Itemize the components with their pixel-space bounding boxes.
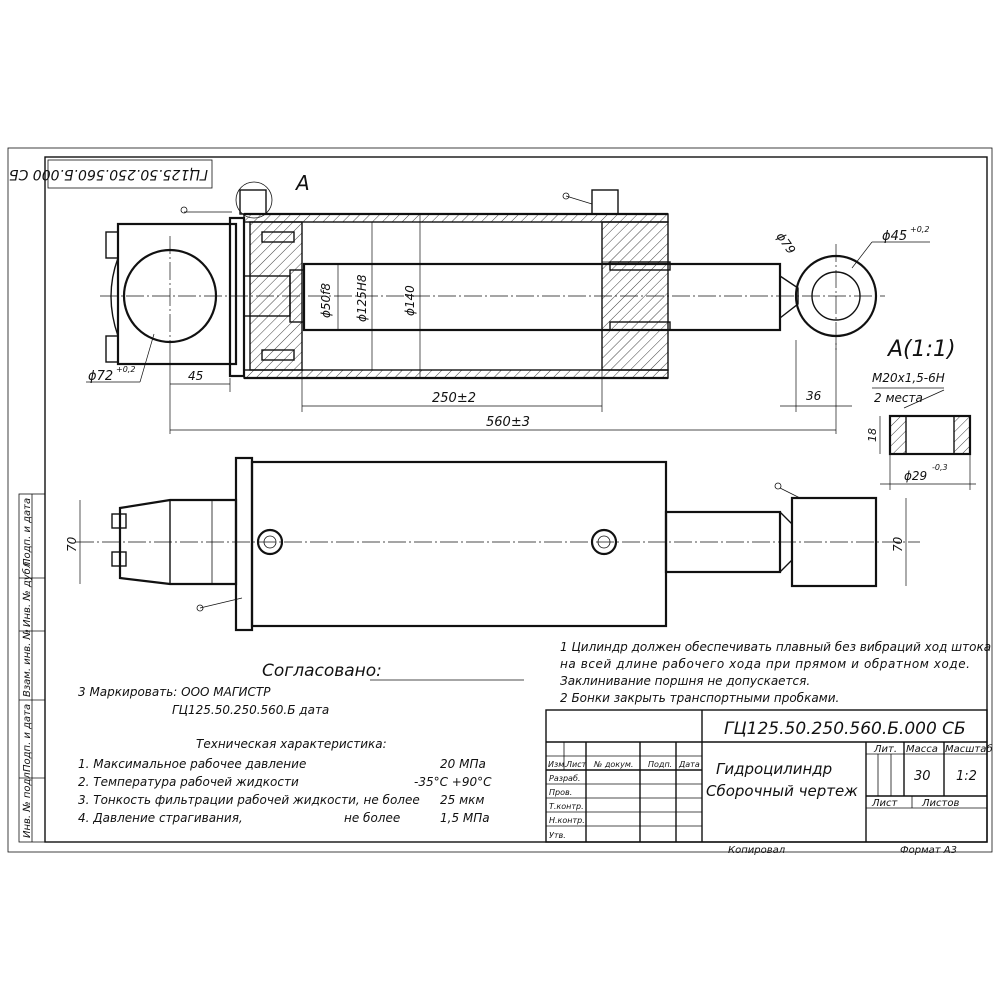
dim-45: 45 <box>188 369 203 383</box>
header-list: Лист <box>565 760 587 769</box>
lit-label: Лит. <box>873 744 897 755</box>
boss-diameter-tol: -0,3 <box>932 463 948 472</box>
copied-label: Копировал <box>728 845 786 856</box>
dim-eye-hole: ϕ45 <box>882 229 907 244</box>
marking-block: 3 Маркировать: ООО МАГИСТР ГЦ125.50.250.… <box>78 685 329 717</box>
scale-value: 1:2 <box>956 769 977 784</box>
section-label: А <box>294 171 310 195</box>
detail-a: А(1:1) M20x1,5-6H 2 места 18 ϕ29 -0,3 <box>866 337 976 490</box>
dim-stroke: 250±2 <box>432 391 476 406</box>
approval: Согласовано: <box>262 661 524 681</box>
spec-title: Техническая характеристика: <box>196 737 387 751</box>
strip-label: Взам. инв. № <box>22 629 33 697</box>
header-izm: Изм. <box>548 760 567 769</box>
title-block: ГЦ125.50.250.560.Б.000 СБ Изм. Лист № до… <box>545 709 993 843</box>
role-label: Т.контр. <box>549 802 584 811</box>
spec-label: 1. Максимальное рабочее давление <box>78 757 306 771</box>
spec-extra: не более <box>344 811 400 825</box>
note-line: на всей длине рабочего хода при прямом и… <box>560 657 970 671</box>
outer-border <box>7 147 993 853</box>
spec-block: Техническая характеристика: 1. Максималь… <box>78 737 492 825</box>
strip-label: Инв. № дубл. <box>21 559 33 627</box>
places-label: 2 места <box>874 391 923 405</box>
drawing-type: Сборочный чертеж <box>706 782 858 800</box>
role-label: Пров. <box>549 788 572 797</box>
spec-value: -35°C +90°C <box>414 775 492 789</box>
strip-label: Подп. и дата <box>22 498 33 566</box>
mass-value: 30 <box>914 769 931 784</box>
dim-bore: ϕ125H8 <box>355 274 369 322</box>
header-sign: Подп. <box>648 760 672 769</box>
strip-label: Подп. и дата <box>22 704 33 772</box>
piston <box>249 221 303 371</box>
spec-value: 1,5 МПа <box>440 811 490 825</box>
spec-label: 2. Температура рабочей жидкости <box>78 775 299 789</box>
port-right <box>590 528 618 556</box>
strip-label: Инв. № подл. <box>22 769 33 838</box>
role-label: Разраб. <box>549 774 580 783</box>
note-line: 1 Цилиндр должен обеспечивать плавный бе… <box>560 640 991 654</box>
role-label: Н.контр. <box>549 816 585 825</box>
tech-notes: 1 Цилиндр должен обеспечивать плавный бе… <box>560 640 991 705</box>
dim-height-right: 70 <box>891 536 905 552</box>
boss-height: 18 <box>866 428 879 442</box>
mass-label: Масса <box>906 744 938 755</box>
boss-diameter: ϕ29 <box>904 469 927 483</box>
spec-label: 3. Тонкость фильтрации рабочей жидкости,… <box>78 793 420 807</box>
piston-rod <box>302 262 782 332</box>
marking-line: 3 Маркировать: ООО МАГИСТР <box>78 685 271 699</box>
scale-label: Масштаб <box>945 743 993 755</box>
sheets-label: Листов <box>921 798 959 809</box>
port-left <box>256 528 284 556</box>
spec-value: 25 мкм <box>440 793 484 807</box>
left-strip: Подп. и дата Инв. № дубл. Взам. инв. № П… <box>18 493 46 843</box>
dim-eye-outer: ϕ79 <box>774 230 799 257</box>
header-doc: № докум. <box>593 760 633 769</box>
format-label: Формат А3 <box>900 845 957 856</box>
product-name: Гидроцилиндр <box>716 760 832 778</box>
dim-height-left: 70 <box>65 536 79 552</box>
dim-rod: ϕ50f8 <box>319 283 333 318</box>
dim-clevis-tol: +0,2 <box>116 365 135 374</box>
marking-line: ГЦ125.50.250.560.Б дата <box>172 703 329 717</box>
rotated-code-box: ГЦ125.50.250.560.Б.000 СБ <box>9 159 213 189</box>
header-date: Дата <box>678 760 700 769</box>
exterior-view: 70 70 <box>65 456 920 632</box>
spec-label: 4. Давление страгивания, <box>78 811 243 825</box>
dim-clevis: ϕ72 <box>88 369 113 384</box>
dim-36: 36 <box>806 389 822 403</box>
gland <box>601 221 669 371</box>
spec-value: 20 МПа <box>440 757 486 771</box>
role-label: Утв. <box>549 831 566 840</box>
section-view: А ϕ50f8 ϕ125H8 ϕ140 ϕ79 ϕ45 +0,2 ϕ72 +0,… <box>86 171 930 434</box>
dim-tube: ϕ140 <box>403 285 417 316</box>
detail-title: А(1:1) <box>886 337 956 362</box>
sheet-label: Лист <box>871 798 899 809</box>
dim-eye-hole-tol: +0,2 <box>910 225 929 234</box>
note-line: Заклинивание поршня не допускается. <box>560 674 810 688</box>
note-line: 2 Бонки закрыть транспортными пробками. <box>560 691 839 705</box>
approved-label: Согласовано: <box>262 661 382 681</box>
rotated-drawing-code: ГЦ125.50.250.560.Б.000 СБ <box>9 166 208 182</box>
drawing-code: ГЦ125.50.250.560.Б.000 СБ <box>724 719 966 739</box>
dim-total: 560±3 <box>486 415 530 430</box>
thread-spec: M20x1,5-6H <box>872 371 945 385</box>
